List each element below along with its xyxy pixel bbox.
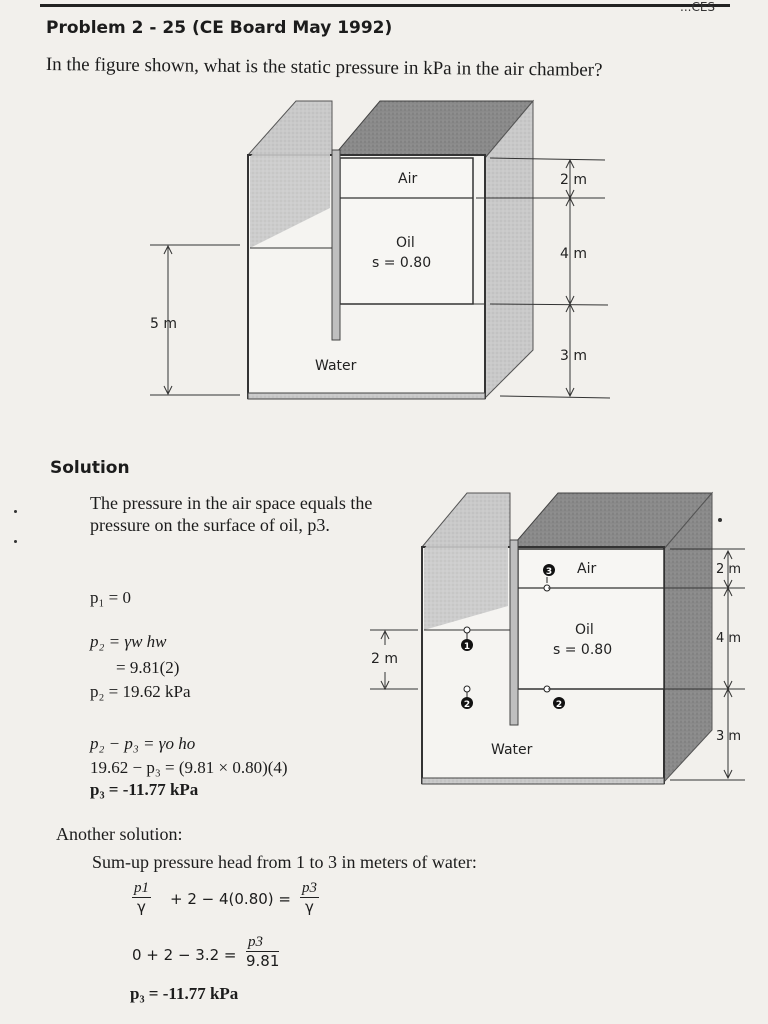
- problem-title: Problem 2 - 25 (CE Board May 1992): [46, 18, 393, 38]
- solution-intro: The pressure in the air space equals the…: [90, 493, 373, 535]
- fraction-denominator: γ: [305, 898, 314, 916]
- fig2-dim-4m-label: 4 m: [716, 631, 741, 646]
- top-rule: [40, 4, 730, 7]
- running-header-mark: ...CES: [680, 0, 716, 14]
- fig2-label-air: Air: [577, 561, 596, 577]
- fraction-p3-over-981: p3 9.81: [246, 934, 280, 970]
- eq-p2-p3-relation: p₂ − p₃ = γo ho: [90, 734, 196, 753]
- fig2-dim-2m-left-label: 2 m: [371, 651, 398, 667]
- fig2-tank: [421, 491, 714, 785]
- fig1-dimension-right: [476, 157, 611, 399]
- fig1-label-water: Water: [315, 358, 357, 374]
- point-2-right-label: 2: [556, 700, 562, 710]
- eq-substitution: 19.62 − p₃ = (9.81 × 0.80)(4): [90, 758, 288, 777]
- fig1-label-oil: Oil: [396, 235, 415, 251]
- eq-p2-definition: p₂ = γw hw: [90, 632, 167, 651]
- fig2-point-markers: 1 2 2 3: [461, 564, 565, 710]
- fraction-denominator: 9.81: [246, 952, 280, 970]
- eq-p3-result: p₃ = -11.77 kPa: [90, 780, 199, 799]
- fig2-dim-3m-label: 3 m: [716, 729, 741, 744]
- eq-p2-result: p₂ = 19.62 kPa: [90, 682, 191, 701]
- another-solution-heading: Another solution:: [56, 824, 183, 844]
- eq-p2-substitution: = 9.81(2): [116, 658, 180, 677]
- solution-heading: Solution: [50, 458, 130, 478]
- eq-p1: p₁ = 0: [90, 588, 132, 607]
- fig1-dimension-5m: [150, 244, 240, 396]
- fraction-numerator: p1: [132, 880, 151, 898]
- point-2-left-label: 2: [464, 700, 470, 710]
- point-3-label: 3: [546, 567, 552, 577]
- fraction-p3-over-gamma: p3 γ: [300, 880, 319, 916]
- fig1-label-air: Air: [398, 171, 417, 187]
- fig1-tank: [247, 99, 535, 400]
- final-answer: p₃ = -11.77 kPa: [130, 984, 239, 1003]
- fig1-dim-3m-label: 3 m: [560, 348, 587, 364]
- fraction-p1-over-gamma: p1 γ: [132, 880, 151, 916]
- point-2-right-badge: [553, 697, 565, 709]
- fraction-numerator: p3: [300, 880, 319, 898]
- fig2-dim-2m-right-label: 2 m: [716, 562, 741, 577]
- point-3-badge: [543, 564, 555, 576]
- stray-mark: [14, 510, 17, 513]
- fig1-dim-5m-label: 5 m: [150, 316, 177, 332]
- stray-mark: [14, 540, 17, 543]
- sumup-statement: Sum-up pressure head from 1 to 3 in mete…: [92, 852, 477, 872]
- eq-sum-middle: + 2 − 4(0.80) =: [170, 890, 291, 908]
- point-1-label: 1: [464, 642, 470, 652]
- fig2-label-oil: Oil: [575, 622, 594, 638]
- fig2-dimension-2m-left: [370, 629, 418, 691]
- fig2-label-oil-s: s = 0.80: [553, 642, 612, 658]
- fig1-label-oil-s: s = 0.80: [372, 255, 431, 271]
- fig1-dim-4m-label: 4 m: [560, 246, 587, 262]
- point-2-left-badge: [461, 697, 473, 709]
- fig1-dim-2m-label: 2 m: [560, 172, 587, 188]
- fraction-numerator: p3: [246, 934, 280, 952]
- fraction-denominator: γ: [137, 898, 146, 916]
- eq-sum-numeric: 0 + 2 − 3.2 =: [132, 946, 237, 964]
- fig2-dimension-right: [548, 548, 745, 781]
- stray-mark: [718, 518, 722, 522]
- fig2-label-water: Water: [491, 742, 533, 758]
- point-1-badge: [461, 639, 473, 651]
